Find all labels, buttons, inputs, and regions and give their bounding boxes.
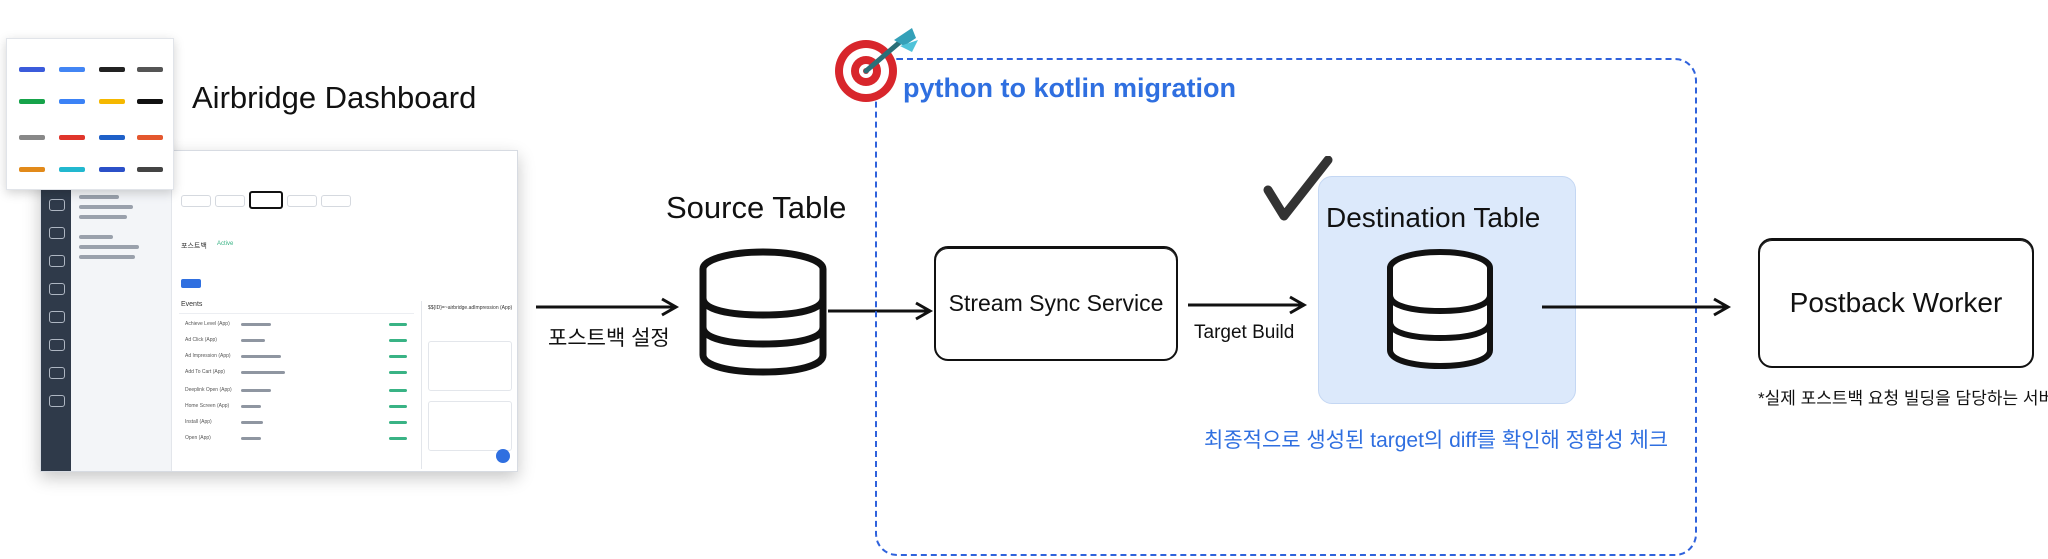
- dashboard-title: Airbridge Dashboard: [192, 80, 477, 115]
- arrow-right-icon: [1188, 295, 1308, 315]
- dashboard-events-label: Events: [181, 301, 203, 308]
- checkmark-icon: [1263, 156, 1333, 221]
- dashboard-row: Install (App): [185, 419, 212, 425]
- arrow-right-icon: [1542, 297, 1732, 317]
- dashboard-row: Home Screen (App): [185, 403, 230, 409]
- source-table-title: Source Table: [666, 190, 847, 225]
- dashboard-chat-button[interactable]: [496, 449, 510, 463]
- database-icon: [699, 248, 827, 376]
- dashboard-row: Open (App): [185, 435, 211, 441]
- target-build-label: Target Build: [1194, 322, 1295, 343]
- dashboard-side-panel: $${ID}=~airbridge.adImpression (App): [421, 301, 516, 469]
- target-dart-icon: [835, 28, 918, 102]
- dashboard-panel-title: $${ID}=~airbridge.adImpression (App): [428, 305, 513, 311]
- dashboard-nav-rail: [41, 151, 71, 471]
- postback-worker-box: Postback Worker: [1758, 238, 2034, 368]
- dashboard-row: Achieve Level (App): [185, 321, 230, 327]
- arrow-right-icon: [828, 301, 934, 321]
- destination-table-title: Destination Table: [1326, 202, 1541, 233]
- dashboard-main: 포스트백 Active Events Achieve Level (App) A…: [171, 151, 517, 471]
- postback-worker-note: *실제 포스트백 요청 빌딩을 담당하는 서버: [1758, 389, 2048, 408]
- database-icon: [1387, 249, 1493, 370]
- postback-setting-label: 포스트백 설정: [548, 327, 670, 350]
- dashboard-status: Active: [217, 241, 234, 247]
- dashboard-row: Ad Impression (App): [185, 353, 231, 359]
- arrow-right-icon: [536, 297, 680, 317]
- postback-worker-label: Postback Worker: [1789, 287, 2003, 318]
- ad-channel-logos-card: [6, 38, 174, 190]
- dashboard-row: Deeplink Open (App): [185, 387, 232, 393]
- dashboard-add-button[interactable]: [181, 279, 201, 288]
- dashboard-section-title: 포스트백: [181, 243, 207, 250]
- stream-sync-service-box: Stream Sync Service: [934, 246, 1178, 361]
- dashboard-sidebar: [71, 151, 172, 471]
- dashboard-row: Add To Cart (App): [185, 369, 225, 375]
- dashboard-row: Ad Click (App): [185, 337, 217, 343]
- consistency-check-note: 최종적으로 생성된 target의 diff를 확인해 정합성 체크: [1204, 429, 1669, 452]
- dashboard-screenshot: 포스트백 Active Events Achieve Level (App) A…: [40, 150, 518, 472]
- migration-title: python to kotlin migration: [903, 73, 1236, 103]
- stream-sync-service-label: Stream Sync Service: [948, 290, 1164, 316]
